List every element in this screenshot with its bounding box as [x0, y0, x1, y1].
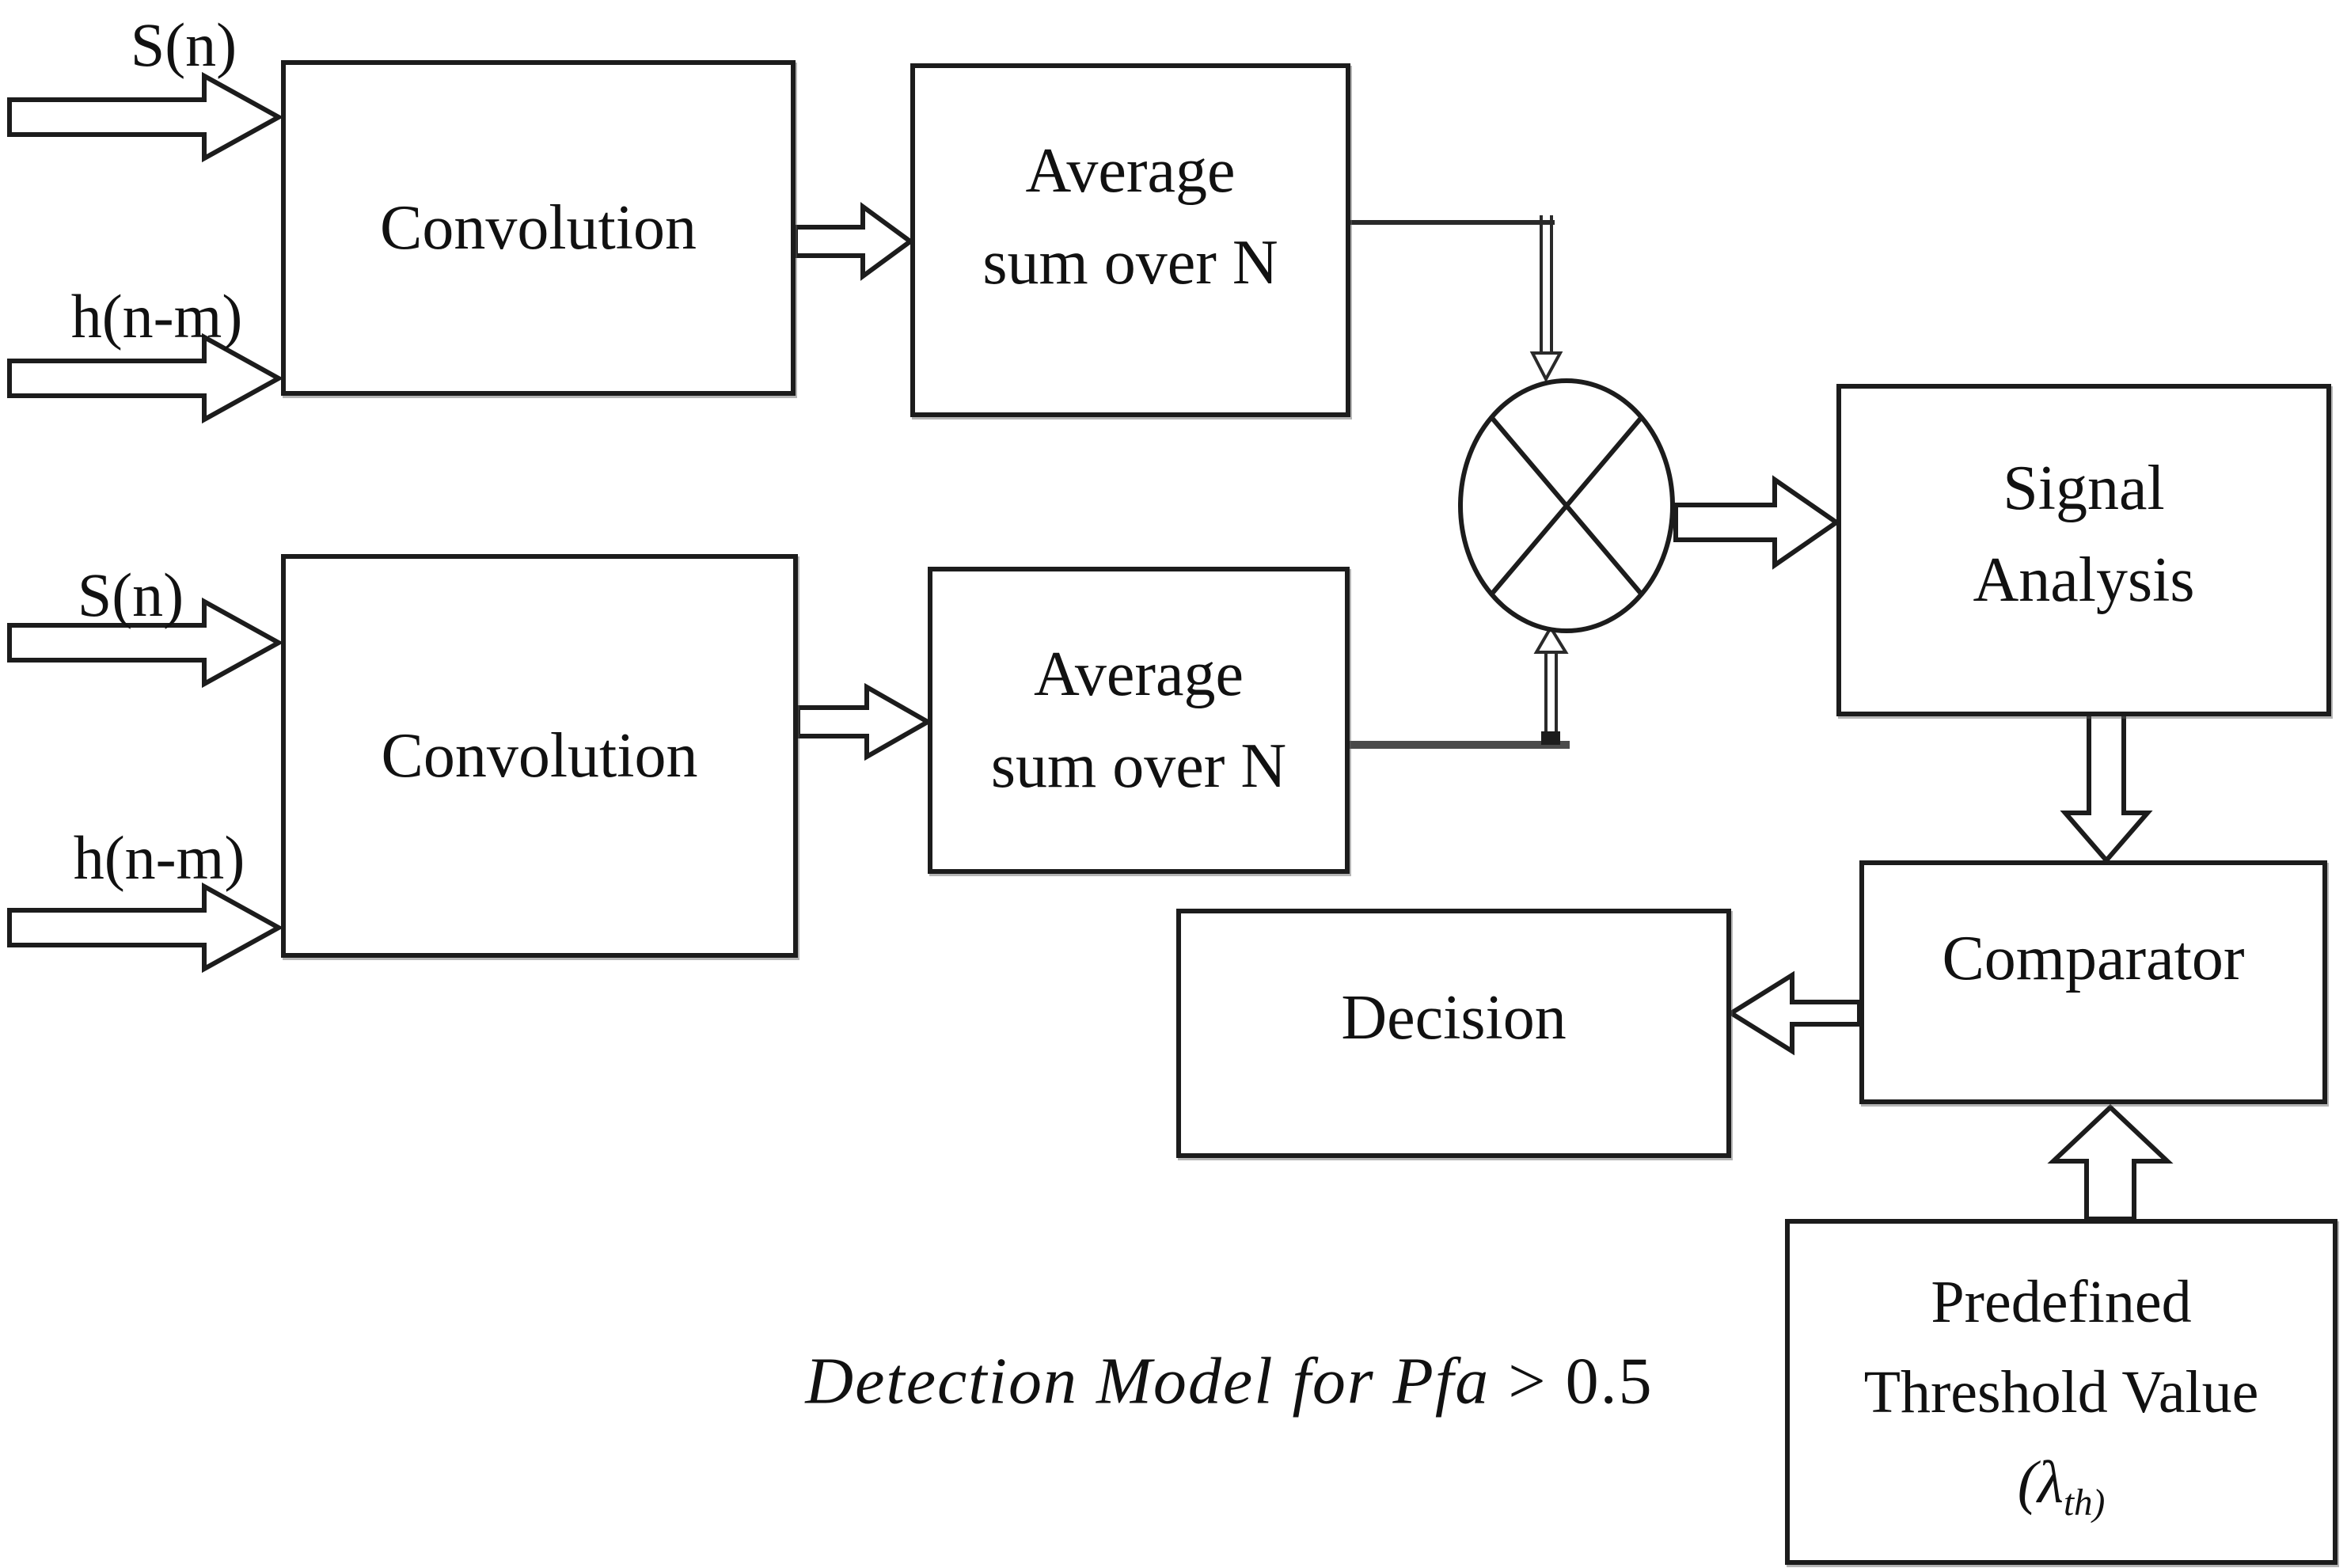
- input-label-sn-bottom: S(n): [77, 560, 184, 629]
- block-signal-analysis-line1: Signal: [2003, 454, 2165, 523]
- block-average-top-line2: sum over N: [982, 227, 1278, 298]
- block-threshold-line2: Threshold Value: [1863, 1358, 2259, 1426]
- arrow-input-hnm-bottom: [7, 882, 284, 974]
- block-decision: Decision: [1176, 909, 1731, 1158]
- multiplier-icon: [1458, 378, 1675, 633]
- block-signal-analysis: Signal Analysis: [1836, 384, 2331, 716]
- arrow-input-hnm-top: [7, 332, 284, 424]
- arrow-input-sn-top: [7, 71, 284, 163]
- arrow-input-sn-bottom: [7, 597, 284, 689]
- block-threshold-lambda: (λ: [2017, 1448, 2064, 1516]
- block-average-top-line1: Average: [1025, 135, 1236, 206]
- block-decision-label: Decision: [1341, 982, 1567, 1053]
- block-signal-analysis-line2: Analysis: [1973, 545, 2195, 615]
- input-label-sn-top: S(n): [130, 10, 237, 79]
- connector-avg-top-to-multiplier: [1350, 215, 1563, 383]
- arrow-threshold-to-comparator: [2047, 1103, 2174, 1221]
- block-threshold-line1: Predefined: [1931, 1268, 2192, 1335]
- caption-italic-part: Detection Model for Pfa: [805, 1344, 1491, 1418]
- block-average-top: Average sum over N: [910, 63, 1350, 417]
- block-comparator: Comparator: [1859, 860, 2327, 1104]
- diagram-caption: Detection Model for Pfa > 0.5: [805, 1343, 1653, 1420]
- arrow-signal-analysis-to-comparator: [2060, 711, 2153, 864]
- block-convolution-bottom: Convolution: [281, 554, 798, 958]
- block-average-bottom: Average sum over N: [928, 567, 1350, 874]
- block-average-bottom-line1: Average: [1034, 640, 1244, 709]
- input-label-hnm-bottom: h(n-m): [73, 823, 245, 892]
- block-convolution-top-label: Convolution: [379, 193, 697, 263]
- block-threshold: Predefined Threshold Value (λth): [1785, 1219, 2338, 1565]
- arrow-comparator-to-decision: [1726, 970, 1862, 1056]
- arrow-conv-top-to-avg-top: [793, 202, 915, 281]
- arrow-multiplier-to-signal-analysis: [1673, 475, 1841, 570]
- caption-value-part: > 0.5: [1490, 1344, 1654, 1418]
- connector-avg-bottom-to-multiplier: [1350, 625, 1570, 749]
- arrow-conv-bottom-to-avg-bottom: [796, 682, 933, 761]
- block-convolution-bottom-label: Convolution: [381, 721, 698, 791]
- block-convolution-top: Convolution: [281, 60, 796, 396]
- block-average-bottom-line2: sum over N: [990, 731, 1287, 801]
- input-label-hnm-top: h(n-m): [70, 282, 243, 351]
- block-threshold-lambda-subscript: th): [2063, 1482, 2106, 1524]
- block-comparator-label: Comparator: [1942, 924, 2245, 993]
- block-threshold-line3: (λth): [2018, 1437, 2106, 1528]
